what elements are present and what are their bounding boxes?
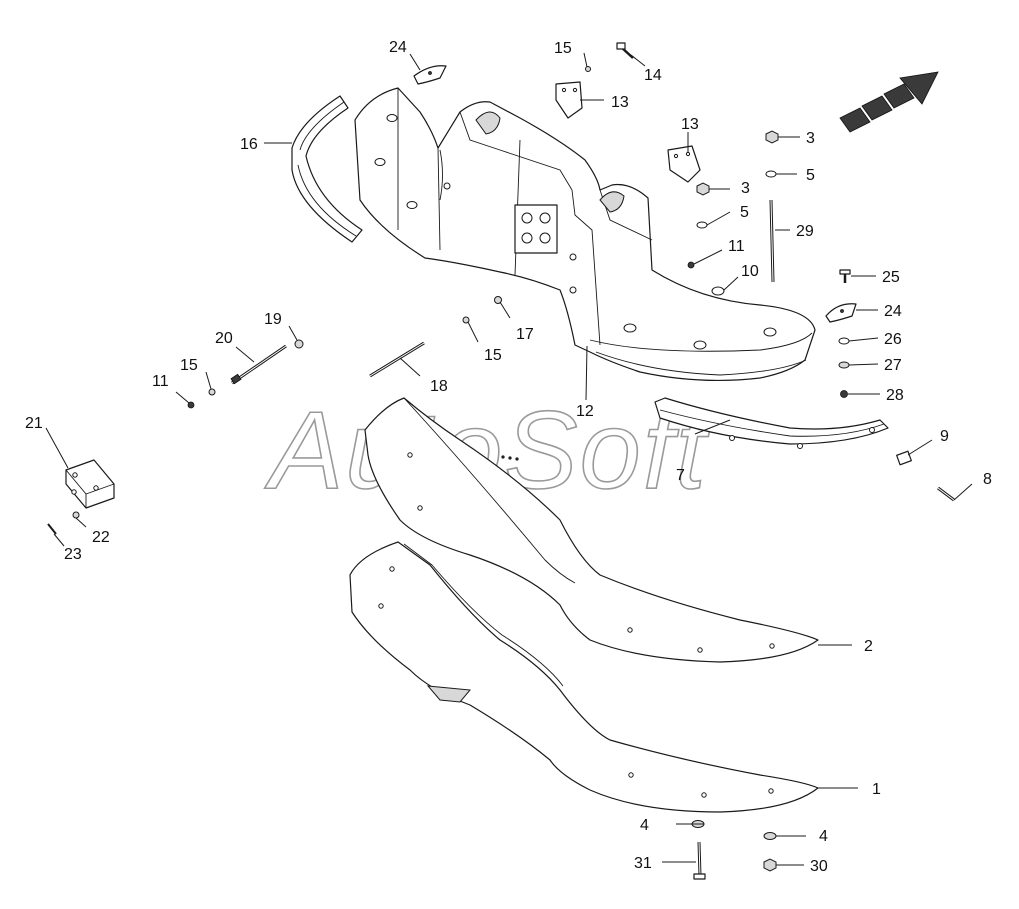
washer-part-5-middle — [696, 221, 708, 229]
nut-part-11-right — [687, 261, 695, 269]
nut-part-3-middle — [696, 182, 710, 196]
rod-part-18 — [369, 341, 425, 378]
plate-part-1 — [349, 541, 819, 813]
nut-part-15-top — [585, 66, 591, 72]
pad-part-24-top — [413, 65, 447, 85]
callout-14: 14 — [644, 67, 662, 84]
callout-21: 21 — [25, 415, 43, 432]
callout-3-middle: 3 — [741, 180, 750, 197]
callout-9: 9 — [940, 428, 949, 445]
callout-3-top: 3 — [806, 130, 815, 147]
callout-17: 17 — [516, 326, 534, 343]
bolt-part-8 — [937, 486, 955, 502]
plate-part-2 — [364, 397, 819, 663]
callout-23: 23 — [64, 546, 82, 563]
pad-part-24-right — [825, 303, 857, 323]
callout-2: 2 — [864, 638, 873, 655]
rod-part-20 — [230, 344, 287, 385]
nut-part-30 — [763, 858, 777, 872]
callout-5-middle: 5 — [740, 204, 749, 221]
callout-28: 28 — [886, 387, 904, 404]
bolt-part-25 — [839, 269, 851, 283]
callout-13-right: 13 — [681, 116, 699, 133]
nut-part-11-left — [187, 401, 195, 409]
callout-15-middle: 15 — [484, 347, 502, 364]
callout-5-top: 5 — [806, 167, 815, 184]
callout-1: 1 — [872, 781, 881, 798]
callout-11-right: 11 — [728, 238, 745, 255]
callout-15-top: 15 — [554, 40, 572, 57]
curved-bracket-part-7 — [654, 397, 889, 449]
callout-29: 29 — [796, 223, 814, 240]
callout-24-right: 24 — [884, 303, 902, 320]
callout-20: 20 — [215, 330, 233, 347]
washer-part-4-right — [763, 832, 777, 840]
callout-4-right: 4 — [819, 828, 828, 845]
callout-24-top: 24 — [389, 39, 407, 56]
nut-part-19 — [294, 339, 304, 349]
callout-4-left: 4 — [640, 817, 649, 834]
callout-15-left: 15 — [180, 357, 198, 374]
callout-13-upper: 13 — [611, 94, 629, 111]
plate-part-13-right — [667, 145, 701, 183]
curved-bracket-part-16 — [291, 95, 363, 243]
rod-part-29 — [769, 199, 775, 283]
callout-16: 16 — [240, 136, 258, 153]
callout-22: 22 — [92, 529, 110, 546]
bolt-part-14 — [616, 42, 634, 59]
leader-lines — [45, 52, 973, 866]
nut-part-15-left — [208, 388, 216, 396]
callout-19: 19 — [264, 311, 282, 328]
nut-part-22 — [72, 511, 80, 519]
callout-11-left: 11 — [152, 373, 169, 390]
callout-31: 31 — [634, 855, 652, 872]
bolt-part-23 — [47, 523, 57, 535]
callout-18: 18 — [430, 378, 448, 395]
main-frame-body — [354, 87, 816, 382]
washer-part-26 — [838, 337, 850, 345]
nut-part-3-top — [765, 130, 779, 144]
block-part-21 — [65, 459, 115, 509]
callout-12: 12 — [576, 403, 594, 420]
plate-part-13-upper — [555, 81, 583, 119]
callout-10: 10 — [741, 263, 759, 280]
callout-26: 26 — [884, 331, 902, 348]
washer-part-27 — [838, 361, 850, 369]
callout-8: 8 — [983, 471, 992, 488]
forward-direction-arrow-icon — [839, 71, 939, 133]
nut-part-28 — [840, 390, 848, 398]
callout-7: 7 — [676, 467, 685, 484]
callout-27: 27 — [884, 357, 902, 374]
bolt-part-31 — [693, 841, 706, 880]
bolt-part-9 — [896, 450, 912, 466]
nut-part-17 — [494, 296, 502, 304]
callout-30: 30 — [810, 858, 828, 875]
washer-part-10 — [711, 286, 725, 296]
washer-part-5-top — [765, 170, 777, 178]
nut-part-15-middle — [462, 316, 470, 324]
callout-25: 25 — [882, 269, 900, 286]
